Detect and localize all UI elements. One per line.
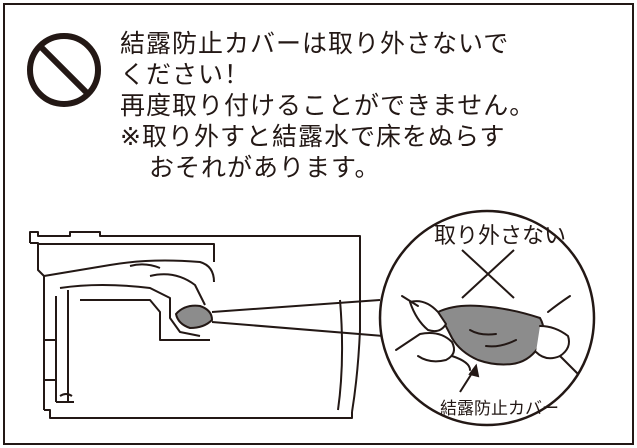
warning-line-3: 再度取り付けることができません。: [120, 91, 536, 120]
prohibition-icon: [27, 33, 101, 107]
warning-note-line-1: ※取り外すと結露水で床をぬらす: [120, 122, 506, 151]
callout-title: 取り外さない: [434, 224, 567, 249]
cross-mark-icon: [461, 249, 515, 299]
notice-frame: [3, 3, 634, 445]
warning-line-2: ください！: [120, 60, 251, 89]
warning-message: 結露防止カバーは取り外さないで ください！ 再度取り付けることができません。 ※…: [120, 28, 535, 183]
warning-line-1: 結露防止カバーは取り外さないで: [120, 29, 510, 58]
warning-note-line-2: おそれがあります。: [149, 153, 381, 182]
part-label-condensation-cover: 結露防止カバー: [440, 399, 559, 419]
